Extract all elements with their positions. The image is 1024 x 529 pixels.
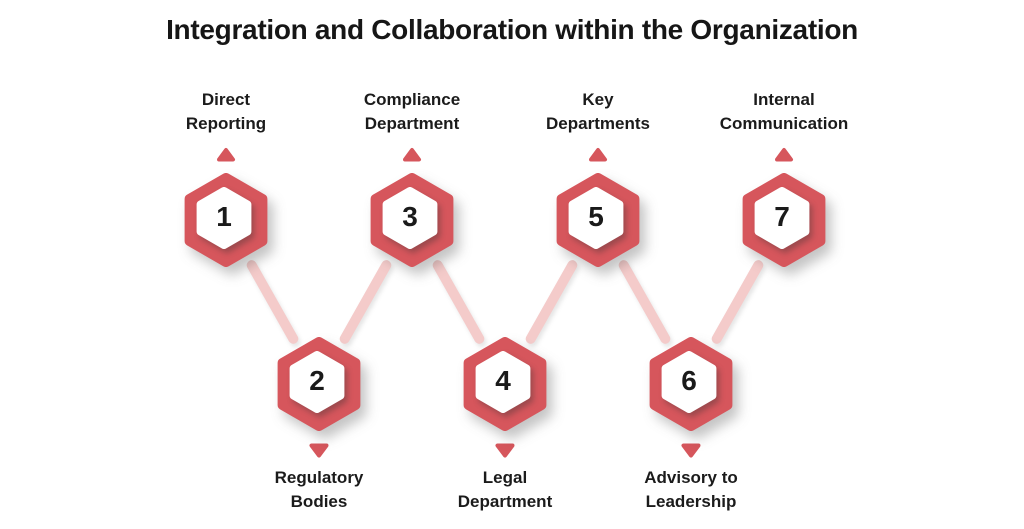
hexagon-shape <box>463 337 547 431</box>
hexagon-inner-face <box>289 351 345 413</box>
node-label: Internal Communication <box>719 90 849 133</box>
node-number: 5 <box>588 201 604 232</box>
node-number: 1 <box>216 201 232 232</box>
hexagon-shape <box>742 173 826 267</box>
hexagon-shape <box>556 173 640 267</box>
connector-line-3-4 <box>432 260 485 344</box>
node-label: Direct Reporting <box>185 90 267 133</box>
node-number: 3 <box>402 201 418 232</box>
node-label: Advisory to Leadership <box>644 468 738 511</box>
connector-line-2-3 <box>339 260 392 344</box>
hexagon-shape <box>184 173 268 267</box>
hexagon-inner-face <box>196 187 252 249</box>
node-label: Compliance Department <box>363 90 461 133</box>
arrow-down-icon <box>309 443 329 458</box>
node-label: Key Departments <box>546 90 650 133</box>
connector-line-4-5 <box>525 260 578 344</box>
node-number: 4 <box>495 365 511 396</box>
hexagon-inner-face <box>661 351 717 413</box>
hexagon-shape <box>370 173 454 267</box>
hexagon-shape <box>277 337 361 431</box>
hexagon-inner-face <box>382 187 438 249</box>
node-number: 6 <box>681 365 697 396</box>
node-number: 7 <box>774 201 790 232</box>
connector-line-6-7 <box>711 260 764 344</box>
node-number: 2 <box>309 365 325 396</box>
hexagon-shape <box>649 337 733 431</box>
arrow-up-icon <box>217 148 235 162</box>
connector-line-1-2 <box>246 260 299 344</box>
arrow-down-icon <box>495 443 515 458</box>
arrow-up-icon <box>589 148 607 162</box>
hexagon-inner-face <box>568 187 624 249</box>
hexagon-inner-face <box>475 351 531 413</box>
node-label: Legal Department <box>457 468 553 511</box>
node-label: Regulatory Bodies <box>274 468 364 511</box>
hexagon-inner-face <box>754 187 810 249</box>
arrow-down-icon <box>681 443 701 458</box>
arrow-up-icon <box>403 148 421 162</box>
arrow-up-icon <box>775 148 793 162</box>
connector-line-5-6 <box>618 260 671 344</box>
page-title: Integration and Collaboration within the… <box>166 14 858 45</box>
